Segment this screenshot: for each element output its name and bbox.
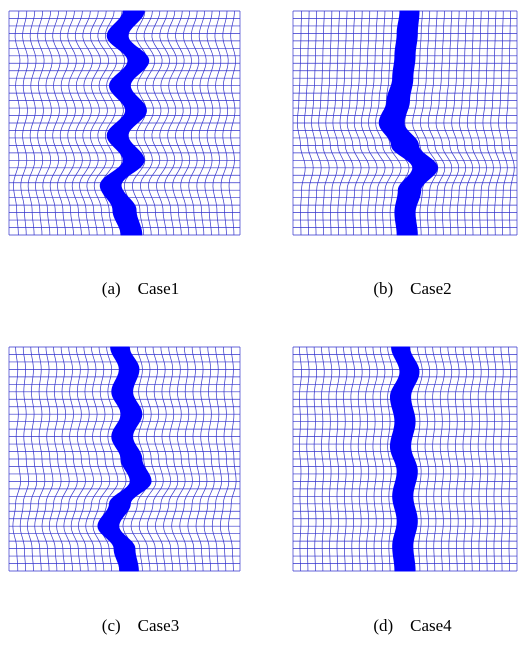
shear-band xyxy=(389,346,420,572)
caption-tag: (a) xyxy=(101,279,121,298)
shear-band xyxy=(97,346,152,572)
caption-name: Case3 xyxy=(137,616,180,635)
caption-tag: (b) xyxy=(373,279,394,298)
shear-band xyxy=(378,10,438,236)
caption-case1: (a) Case1 xyxy=(12,259,252,319)
caption-name: Case1 xyxy=(137,279,180,298)
caption-tag: (c) xyxy=(101,616,121,635)
mesh-case1 xyxy=(8,10,241,236)
caption-name: Case4 xyxy=(410,616,452,635)
caption-name: Case2 xyxy=(410,279,452,298)
caption-case2: (b) Case2 xyxy=(284,259,524,319)
caption-case4: (d) Case4 xyxy=(284,596,524,656)
shear-band xyxy=(99,10,150,236)
caption-case3: (c) Case3 xyxy=(12,596,252,656)
mesh-case4 xyxy=(292,346,518,572)
mesh-case3 xyxy=(8,346,241,572)
mesh-case2 xyxy=(292,10,518,236)
caption-tag: (d) xyxy=(373,616,394,635)
